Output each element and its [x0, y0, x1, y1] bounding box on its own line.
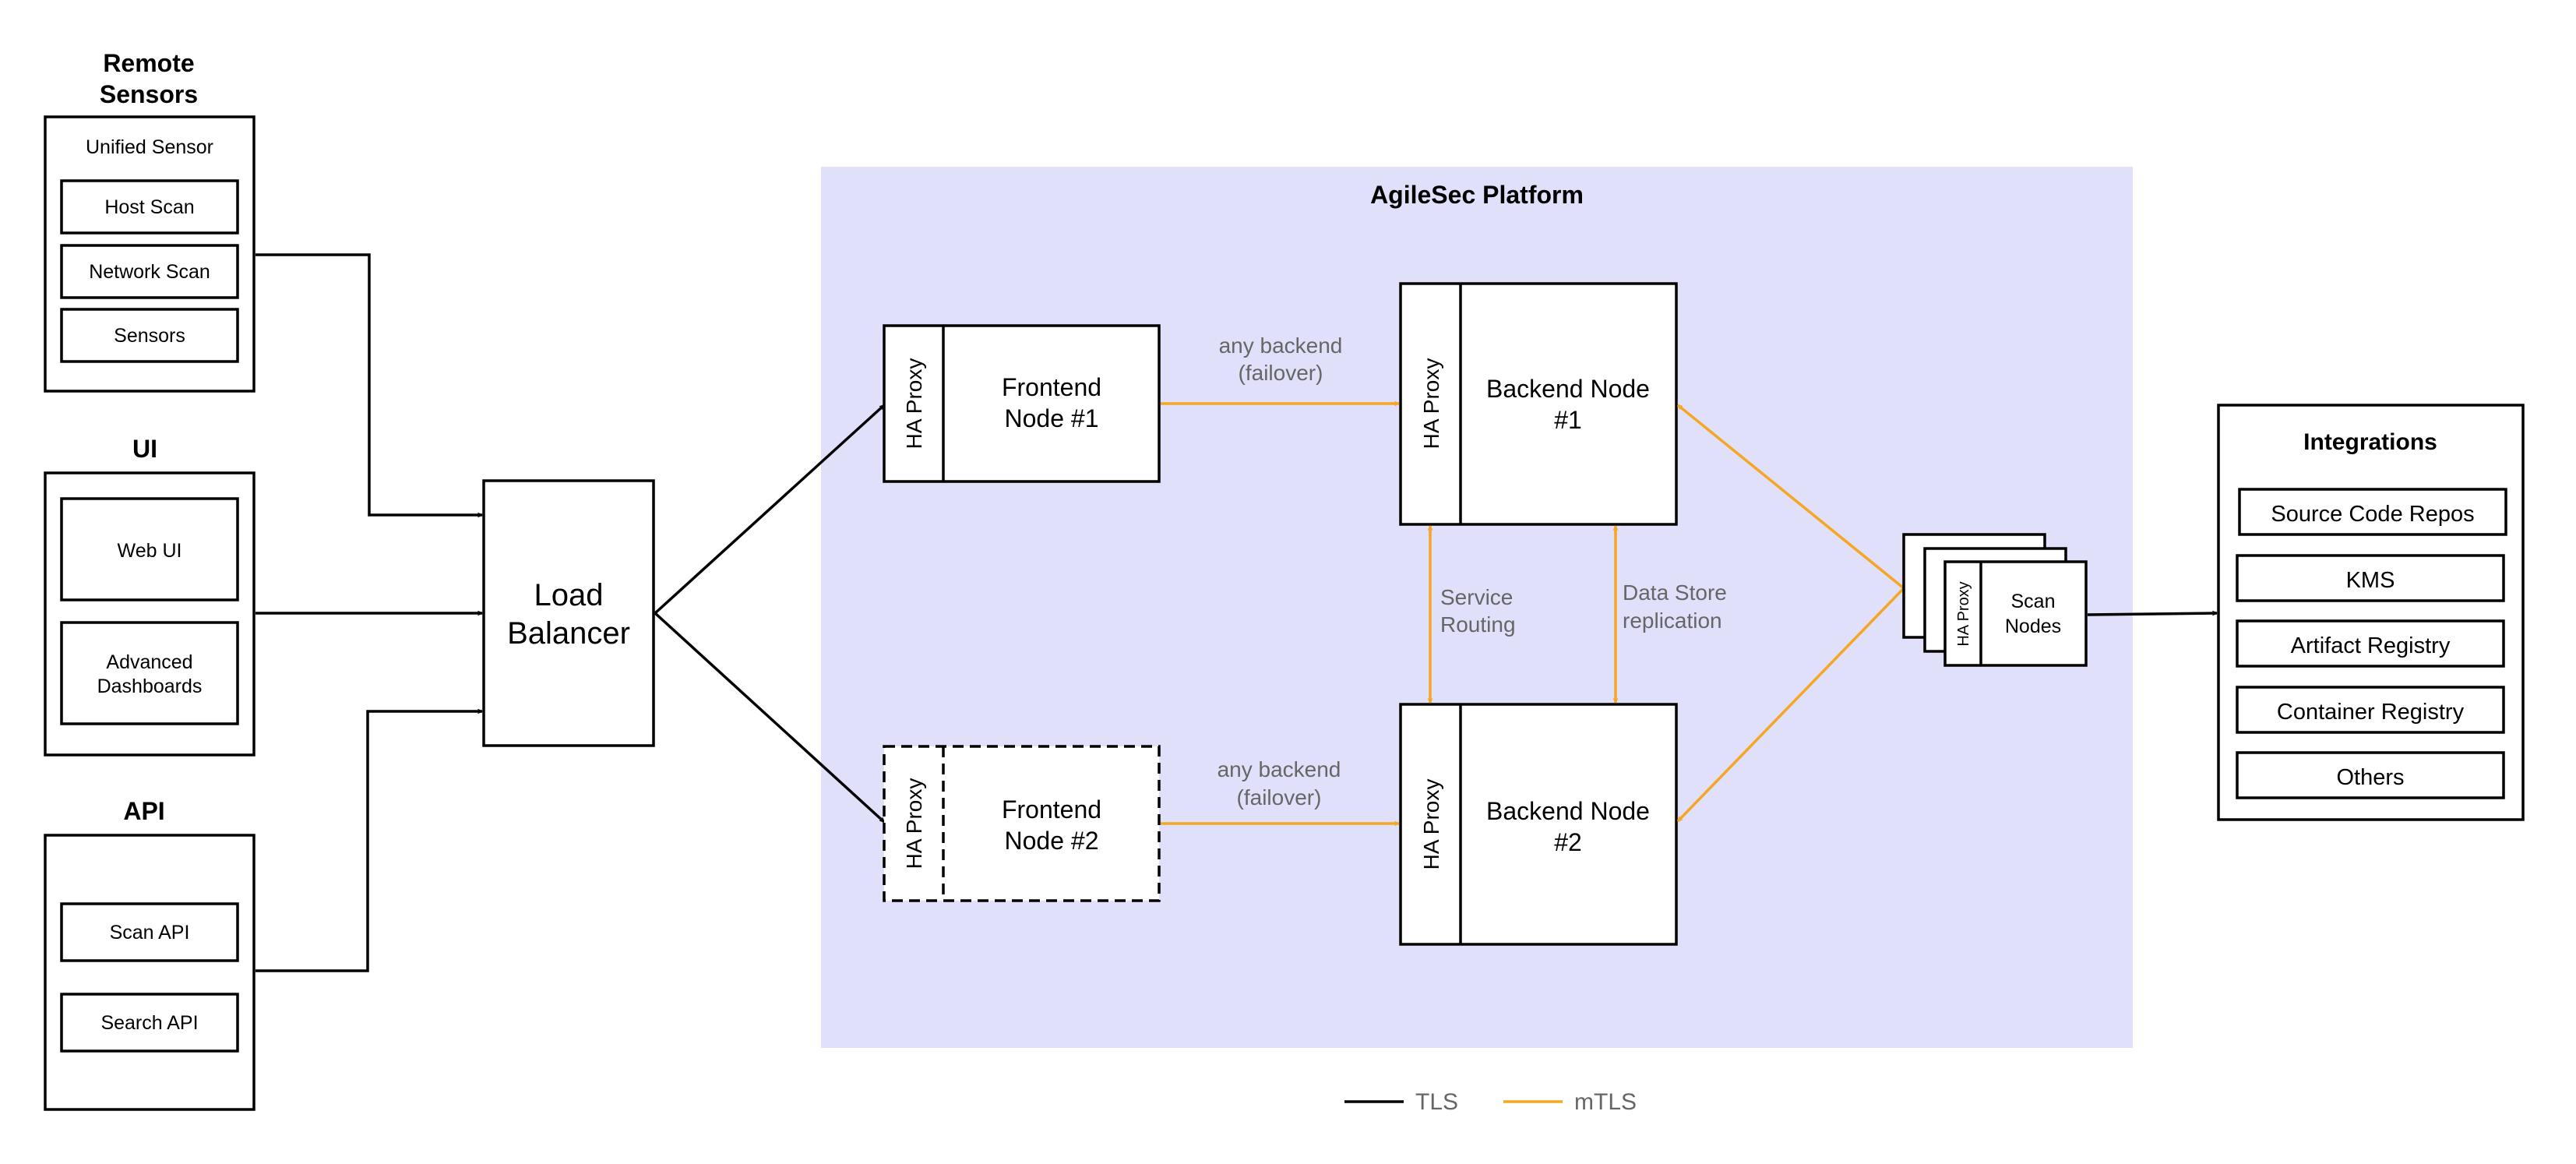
frontend2-label-2: Node #2	[1005, 827, 1099, 855]
scan-api-box	[60, 902, 239, 962]
backend2-label-1: Backend Node	[1486, 797, 1650, 825]
others-box	[2236, 751, 2505, 799]
scan-nodes-label-1: Scan	[2011, 591, 2056, 612]
integrations-title: Integrations	[2303, 429, 2437, 455]
web-ui-label: Web UI	[118, 540, 182, 562]
scan-to-backend2-edge	[1676, 587, 1905, 823]
kms-label: KMS	[2346, 568, 2395, 593]
host-scan-label: Host Scan	[104, 196, 194, 218]
frontend2-proxy-label: HA Proxy	[902, 778, 926, 869]
container-registry-label: Container Registry	[2277, 700, 2465, 725]
api-title: API	[123, 797, 164, 825]
platform-title: AgileSec Platform	[1370, 181, 1584, 209]
load-balancer-label-2: Balancer	[507, 616, 630, 651]
edge-bottom-label-2: (failover)	[1237, 785, 1322, 810]
backend1-proxy-label: HA Proxy	[1419, 358, 1443, 450]
backend2-box	[1399, 703, 1678, 946]
lb-to-frontend2-edge	[654, 612, 886, 824]
artifact-registry-label: Artifact Registry	[2291, 633, 2451, 658]
remote-sensors-title-1: Remote	[103, 49, 194, 77]
lb-to-frontend1-edge	[654, 404, 886, 615]
unified-sensor-label: Unified Sensor	[86, 136, 213, 158]
scan-nodes-box	[1943, 560, 2088, 667]
source-code-repos-label: Source Code Repos	[2271, 502, 2474, 527]
scan-to-backend1-edge	[1676, 404, 1905, 590]
kms-box	[2236, 554, 2505, 602]
search-api-label: Search API	[100, 1012, 198, 1034]
artifact-registry-box	[2236, 619, 2505, 668]
others-label: Others	[2336, 765, 2404, 790]
edge-top-label-2: (failover)	[1239, 361, 1323, 385]
legend-tls-label: TLS	[1415, 1089, 1458, 1115]
backend2-proxy-label: HA Proxy	[1419, 779, 1443, 870]
advanced-dashboards-label-1: Advanced	[106, 651, 192, 673]
load-balancer-label-1: Load	[534, 578, 604, 612]
backend2-label-2: #2	[1554, 828, 1582, 856]
legend-mtls-label: mTLS	[1574, 1089, 1637, 1115]
frontend1-label-1: Frontend	[1002, 373, 1101, 401]
scan-nodes-label-2: Nodes	[2005, 616, 2061, 637]
edge-top-label-1: any backend	[1219, 333, 1343, 358]
api-to-lb-edge	[255, 711, 482, 972]
ui-title: UI	[132, 435, 157, 463]
scan-nodes-proxy-label: HA Proxy	[1955, 581, 1972, 646]
frontend2-label-1: Frontend	[1002, 795, 1101, 824]
remote-sensors-title-2: Sensors	[100, 80, 198, 108]
host-scan-box	[60, 179, 239, 235]
backend1-label-1: Backend Node	[1486, 375, 1650, 403]
scan-api-label: Scan API	[110, 922, 190, 944]
search-api-box	[60, 993, 239, 1053]
sensors-label: Sensors	[114, 325, 185, 347]
network-scan-label: Network Scan	[89, 261, 210, 283]
service-routing-label-2: Routing	[1440, 612, 1516, 637]
sensors-to-lb-edge	[255, 253, 482, 515]
scan-to-integrations-edge	[2087, 613, 2217, 616]
sensors-box	[60, 308, 239, 363]
container-registry-box	[2236, 686, 2505, 734]
frontend1-proxy-label: HA Proxy	[902, 358, 926, 450]
advanced-dashboards-box	[60, 621, 239, 725]
frontend2-box	[883, 745, 1161, 902]
service-routing-label-1: Service	[1440, 585, 1513, 609]
network-scan-box	[60, 244, 239, 299]
load-balancer-box	[482, 479, 655, 747]
source-code-repos-box	[2238, 488, 2507, 536]
integrations-group	[2217, 404, 2525, 821]
data-store-label-2: replication	[1623, 608, 1722, 633]
backend1-box	[1399, 282, 1678, 526]
frontend1-label-2: Node #1	[1005, 404, 1099, 432]
frontend1-box	[883, 324, 1161, 483]
data-store-label-1: Data Store	[1623, 580, 1727, 605]
edge-bottom-label-1: any backend	[1218, 757, 1341, 781]
web-ui-box	[60, 497, 239, 601]
api-group	[44, 834, 255, 1111]
advanced-dashboards-label-2: Dashboards	[97, 675, 203, 697]
backend1-label-2: #1	[1554, 406, 1582, 434]
